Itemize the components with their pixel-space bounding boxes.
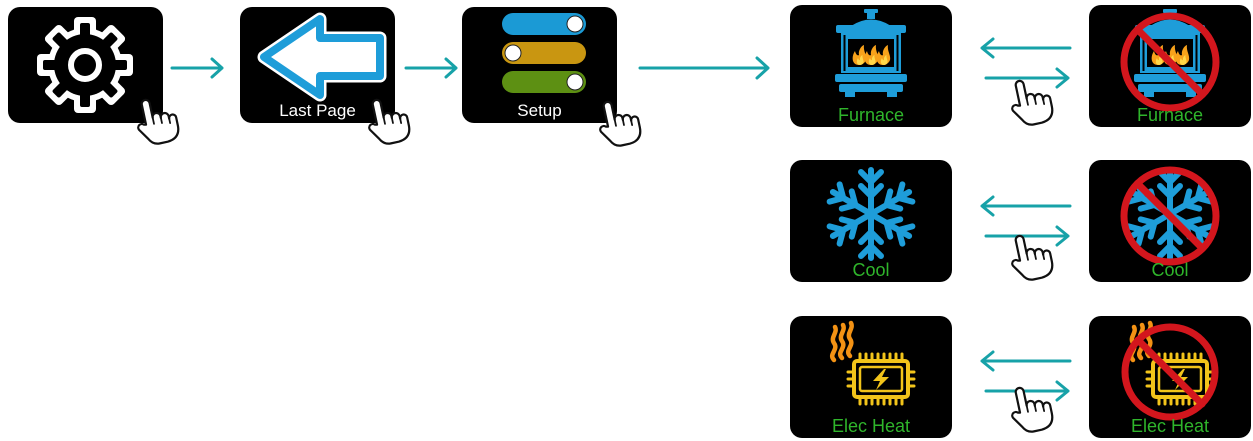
- arrow-right-icon: [984, 67, 1070, 89]
- lightning-bolt-icon: [873, 369, 889, 390]
- prohibited-icon: [1121, 323, 1219, 421]
- electric-heater-icon: [829, 320, 916, 406]
- snowflake-icon: [826, 167, 916, 261]
- cool-off-button[interactable]: Cool: [1089, 160, 1251, 282]
- hand-pointer-icon: [589, 91, 645, 153]
- setup-label: Setup: [517, 101, 562, 120]
- elec-heat-on-button[interactable]: Elec Heat: [790, 316, 952, 438]
- furnace-off-button[interactable]: Furnace: [1089, 5, 1251, 127]
- gear-icon: [37, 17, 133, 113]
- hand-pointer-icon: [358, 89, 414, 151]
- arrow-right-icon: [984, 225, 1070, 247]
- toggle-swap-arrows: [980, 37, 1072, 89]
- toggle-switches-icon: [502, 13, 586, 93]
- arrow-left-icon: [980, 195, 1072, 217]
- toggle-swap-arrows: [980, 350, 1072, 402]
- setup-button[interactable]: Setup: [462, 7, 617, 123]
- flame-icon: [852, 45, 891, 65]
- last-page-button[interactable]: Last Page: [240, 7, 395, 123]
- settings-button[interactable]: [8, 7, 163, 123]
- furnace-on-button[interactable]: Furnace: [790, 5, 952, 127]
- furnace-on-label: Furnace: [837, 105, 905, 125]
- last-page-label: Last Page: [279, 101, 356, 120]
- flow-arrow: [638, 56, 770, 80]
- arrow-left-icon: [257, 12, 387, 102]
- cool-off-label: Cool: [1151, 260, 1189, 280]
- toggle-swap-arrows: [980, 195, 1072, 247]
- arrow-left-icon: [980, 37, 1072, 59]
- hand-pointer-icon: [127, 89, 183, 151]
- furnace-off-label: Furnace: [1136, 105, 1204, 125]
- furnace-icon: [835, 9, 907, 97]
- toggle-switch: [502, 42, 586, 64]
- arrow-left-icon: [980, 350, 1072, 372]
- toggle-switch: [502, 71, 586, 93]
- prohibited-icon: [1120, 12, 1220, 112]
- prohibited-icon: [1120, 166, 1220, 266]
- elec-heat-on-label: Elec Heat: [831, 416, 911, 436]
- elec-heat-off-button[interactable]: Elec Heat: [1089, 316, 1251, 438]
- flow-arrow: [404, 57, 458, 79]
- cool-on-label: Cool: [852, 260, 890, 280]
- elec-heat-off-label: Elec Heat: [1130, 416, 1210, 436]
- arrow-right-icon: [984, 380, 1070, 402]
- toggle-switch: [502, 13, 586, 35]
- cool-on-button[interactable]: Cool: [790, 160, 952, 282]
- flow-arrow: [170, 57, 224, 79]
